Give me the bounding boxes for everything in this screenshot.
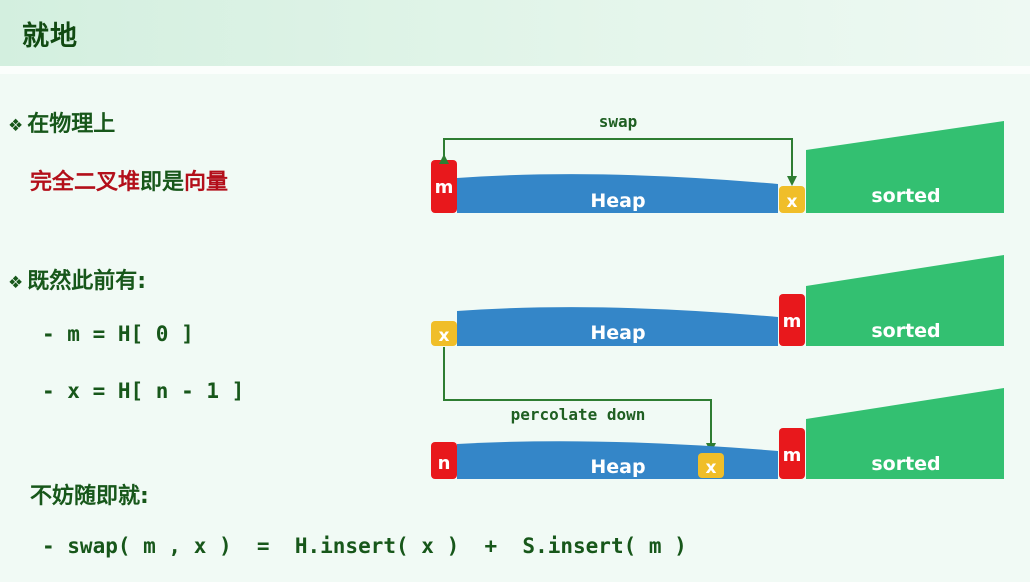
swap-arrow-label: swap <box>599 112 638 131</box>
m-label: m <box>435 177 454 198</box>
row-after-swap: Heap x m sorted <box>431 255 1004 346</box>
sorted-block <box>806 388 1004 479</box>
title-separator <box>0 66 1030 74</box>
sorted-label: sorted <box>871 453 940 475</box>
heap-label: Heap <box>590 456 645 478</box>
heap-label: Heap <box>590 190 645 212</box>
x-label: x <box>787 192 798 212</box>
heap-block <box>457 441 778 479</box>
title-bar: 就地 <box>0 0 1030 66</box>
text-is: 即是 <box>140 170 185 195</box>
heading-physically-text: 在物理上 <box>27 112 116 137</box>
x-label: x <box>439 326 450 346</box>
diamond-four-icon: ❖ <box>8 273 24 293</box>
text-complete-binary-heap: 完全二叉堆 <box>30 170 141 195</box>
percolate-down-label: percolate down <box>511 405 646 424</box>
text-vector: 向量 <box>184 170 229 195</box>
diamond-four-icon: ❖ <box>8 116 24 136</box>
x-box <box>698 453 724 478</box>
n-label: n <box>438 453 451 474</box>
heap-label: Heap <box>590 322 645 344</box>
heading-since-text: 既然此前有: <box>27 269 147 294</box>
row-percolate: Heap n x m sorted <box>431 388 1004 479</box>
m-box <box>779 428 805 479</box>
x-box <box>779 186 805 213</box>
code-m-equals: - m = H[ 0 ] <box>42 322 194 346</box>
sorted-block <box>806 121 1004 213</box>
code-x-equals: - x = H[ n - 1 ] <box>42 379 245 403</box>
row-swap: Heap m x sorted swap <box>431 112 1004 213</box>
slide-title: 就地 <box>22 21 78 52</box>
percolate-down-arrow <box>443 347 716 453</box>
sorted-label: sorted <box>871 320 940 342</box>
x-box <box>431 321 457 346</box>
m-label: m <box>783 311 802 332</box>
heading-physically: ❖在物理上 <box>8 106 115 138</box>
n-box <box>431 442 457 479</box>
m-box <box>779 294 805 346</box>
sorted-block <box>806 255 1004 346</box>
swap-arrow <box>439 138 797 186</box>
code-swap-equation: - swap( m , x ) = H.insert( x ) + S.inse… <box>42 534 687 558</box>
line-complete-heap-is-vector: 完全二叉堆即是向量 <box>30 164 228 196</box>
sorted-label: sorted <box>871 185 940 207</box>
heap-block <box>457 307 778 346</box>
x-label: x <box>706 458 717 478</box>
m-label: m <box>783 445 802 466</box>
heading-then: 不妨随即就: <box>30 484 149 509</box>
heading-since: ❖既然此前有: <box>8 263 146 295</box>
